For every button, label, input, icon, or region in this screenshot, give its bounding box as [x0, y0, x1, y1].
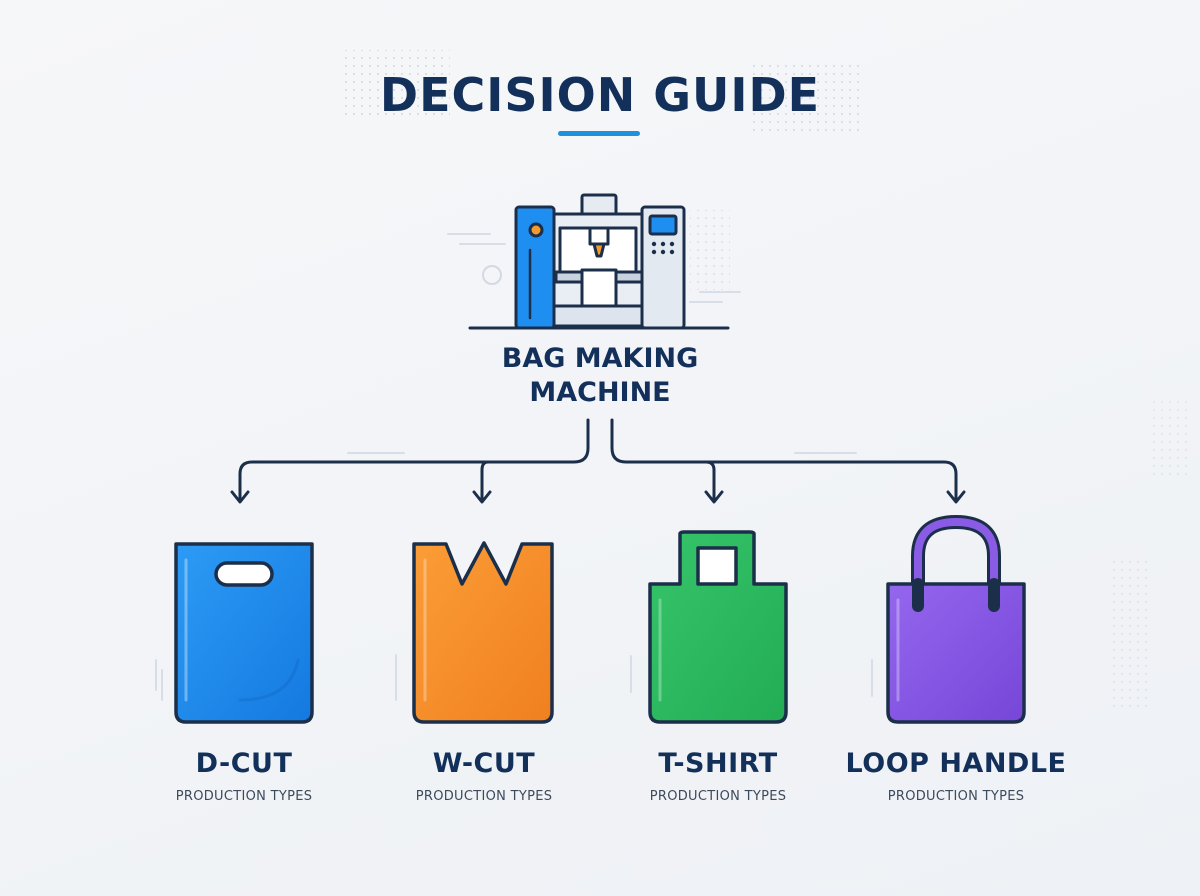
- machine-label-line1: BAG MAKING: [501, 343, 699, 374]
- arrow-to-d-cut: [238, 418, 590, 502]
- arrow-to-t-shirt: [704, 460, 716, 502]
- machine-label-line2: MACHINE: [529, 377, 671, 408]
- d-cut-bag-icon: [174, 542, 314, 724]
- title-underline: [558, 131, 640, 136]
- bag-subtitle-loop-handle: PRODUCTION TYPES: [887, 789, 1025, 804]
- page-title: DECISION GUIDE: [379, 68, 821, 122]
- bag-subtitle-d-cut: PRODUCTION TYPES: [175, 789, 313, 804]
- bag-subtitle-w-cut: PRODUCTION TYPES: [415, 789, 553, 804]
- bag-label-loop-handle: LOOP HANDLE: [845, 748, 1067, 779]
- arrow-to-w-cut: [480, 460, 490, 502]
- bag-label-w-cut: W-CUT: [432, 748, 536, 779]
- bag-label-d-cut: D-CUT: [195, 748, 293, 779]
- machine-label: BAG MAKING MACHINE: [450, 342, 750, 410]
- loop-handle-bag-icon: [886, 515, 1026, 724]
- bag-subtitle-t-shirt: PRODUCTION TYPES: [649, 789, 787, 804]
- t-shirt-bag-icon: [648, 530, 788, 724]
- w-cut-bag-icon: [412, 541, 554, 724]
- arrow-to-loop-handle: [610, 418, 958, 502]
- bag-label-t-shirt: T-SHIRT: [658, 748, 778, 779]
